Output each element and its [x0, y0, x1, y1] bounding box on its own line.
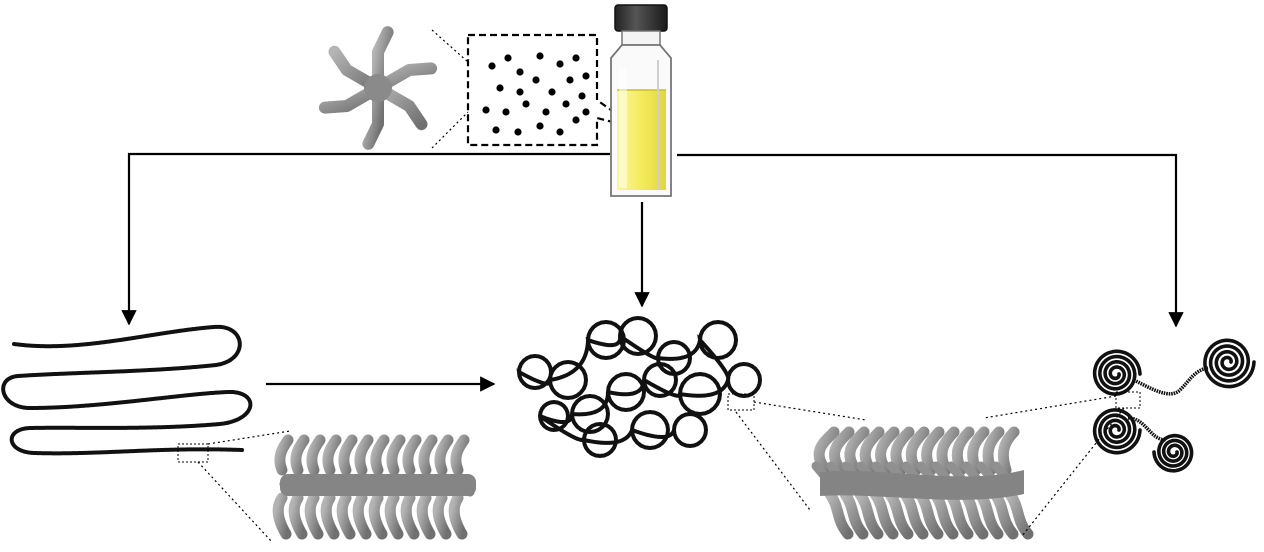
star-molecule-icon [318, 26, 438, 150]
arrow-right [677, 153, 1184, 328]
zoom-line-upper [431, 29, 469, 63]
stacked-column-icon [272, 434, 476, 540]
arrow-left [121, 152, 610, 326]
molecule-dots-icon [466, 33, 637, 147]
zoom-box-right [1115, 391, 1141, 409]
straight-fiber-icon [1, 324, 253, 456]
zoom-line-left-upper [207, 430, 291, 445]
zoom-line-left-lower [197, 461, 273, 543]
vial-icon [610, 4, 672, 197]
zoom-line-center-lower [735, 411, 811, 511]
twisted-column-icon [811, 426, 1034, 540]
zoom-line-right-lower [1021, 407, 1125, 537]
zoom-line-center-upper [753, 401, 867, 421]
spiral-fiber-icon [1092, 338, 1256, 473]
zoom-line-lower [431, 111, 469, 149]
zoom-line-right-upper [983, 395, 1117, 419]
zoom-box-left [177, 443, 209, 463]
coiled-fiber-icon [516, 315, 763, 459]
